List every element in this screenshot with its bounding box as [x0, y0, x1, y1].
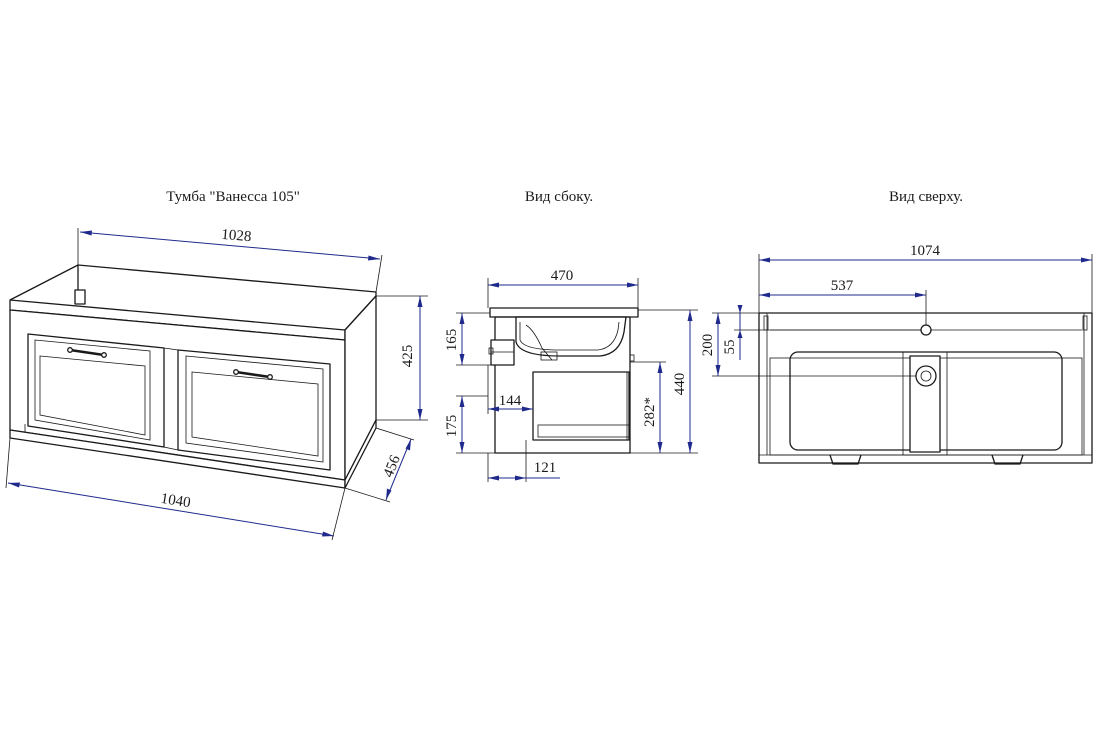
iso-dim-line-456: [385, 438, 412, 501]
iso-dim-line-1040: [7, 482, 335, 537]
side-drain: [540, 351, 558, 361]
iso-dim-425: 425: [400, 345, 416, 368]
iso-left-handle: [67, 347, 107, 358]
top-faucet-hole: [920, 324, 932, 336]
top-view-title: Вид сверху.: [889, 189, 963, 205]
side-dim-282: 282*: [642, 397, 658, 427]
iso-view-title: Тумба "Ванесса 105": [166, 189, 300, 205]
side-basin-bowl: [515, 316, 627, 357]
iso-right-drawer-frame: [177, 349, 331, 471]
iso-right-handle: [233, 369, 273, 380]
iso-wall-bracket: [74, 289, 86, 305]
top-right-handle: [991, 454, 1024, 465]
top-dim-537: 537: [831, 278, 854, 294]
side-dim-165: 165: [444, 329, 460, 352]
top-dim-1074: 1074: [910, 243, 941, 259]
side-dim-470: 470: [551, 268, 574, 284]
side-view: 470 165 175 144 121 282*: [444, 268, 698, 482]
top-view: 1074 537 200 55: [700, 243, 1093, 465]
iso-dim-456: 456: [381, 453, 404, 480]
side-basin-rim: [489, 307, 639, 318]
side-lower-drawer: [532, 371, 630, 441]
top-dim-200: 200: [700, 334, 716, 357]
top-drain: [915, 365, 937, 387]
side-view-title: Вид сбоку.: [525, 189, 593, 205]
iso-view: 1028 425 456 1040: [5, 227, 428, 541]
top-dim-55: 55: [722, 340, 738, 355]
iso-left-drawer-panel: [34, 339, 151, 441]
iso-dim-1028: 1028: [221, 227, 252, 246]
side-dim-121: 121: [534, 460, 557, 476]
top-left-handle: [829, 454, 862, 465]
side-wall-bracket: [490, 339, 515, 366]
iso-dim-1040: 1040: [160, 491, 192, 511]
side-dim-144: 144: [499, 393, 522, 409]
side-dim-175: 175: [444, 415, 460, 438]
iso-dim-line-1028: [79, 231, 381, 260]
iso-right-drawer-panel: [185, 355, 324, 463]
side-dim-440: 440: [672, 373, 688, 396]
